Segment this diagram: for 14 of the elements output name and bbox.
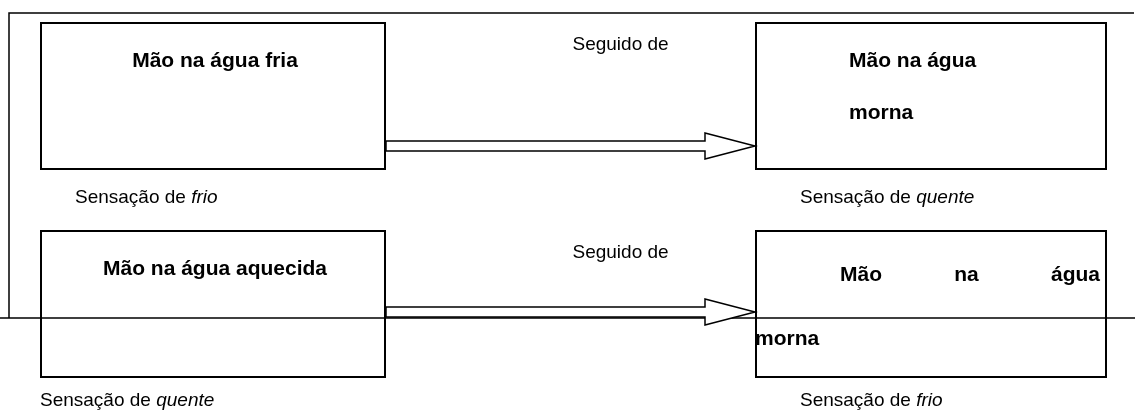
node-label: Sensação de quente: [40, 389, 215, 411]
box: [755, 230, 1107, 378]
box-text: Mão na água fria: [131, 47, 299, 73]
node-label: Sensação de frio: [75, 186, 218, 208]
box: [40, 22, 386, 170]
box: [40, 230, 386, 378]
box: [755, 22, 1107, 170]
box-text: Mão na água morna: [849, 47, 978, 125]
box-text: Mão na água aquecida: [101, 255, 329, 281]
block-arrow: [385, 132, 758, 160]
block-arrow: [385, 298, 758, 326]
node-label: Sensação de frio: [800, 389, 943, 411]
node-label: Sensação de quente: [800, 186, 975, 208]
box-text: Mão na água morna: [755, 261, 1100, 351]
